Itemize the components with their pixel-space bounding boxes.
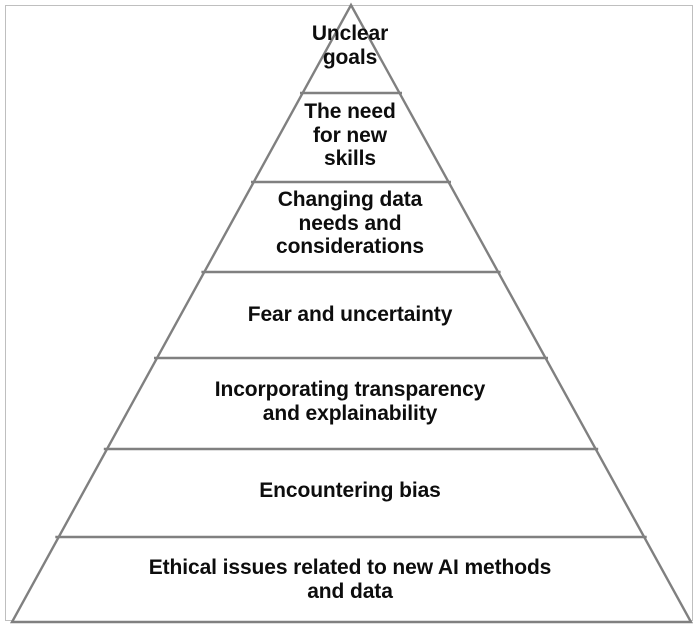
pyramid-tier-label-7: Ethical issues related to new AI methods… [148,556,552,603]
pyramid-tier-label-6: Encountering bias [259,479,441,502]
pyramid-tier-label-5: Incorporating transparency and explainab… [214,378,486,425]
pyramid-tier-label-2: The need for new skills [304,100,396,171]
pyramid-tier-label-4: Fear and uncertainty [247,303,453,326]
pyramid-tier-label-3: Changing data needs and considerations [276,188,424,259]
pyramid-outline [9,2,694,624]
pyramid-tier-label-1: Unclear goals [311,22,389,69]
